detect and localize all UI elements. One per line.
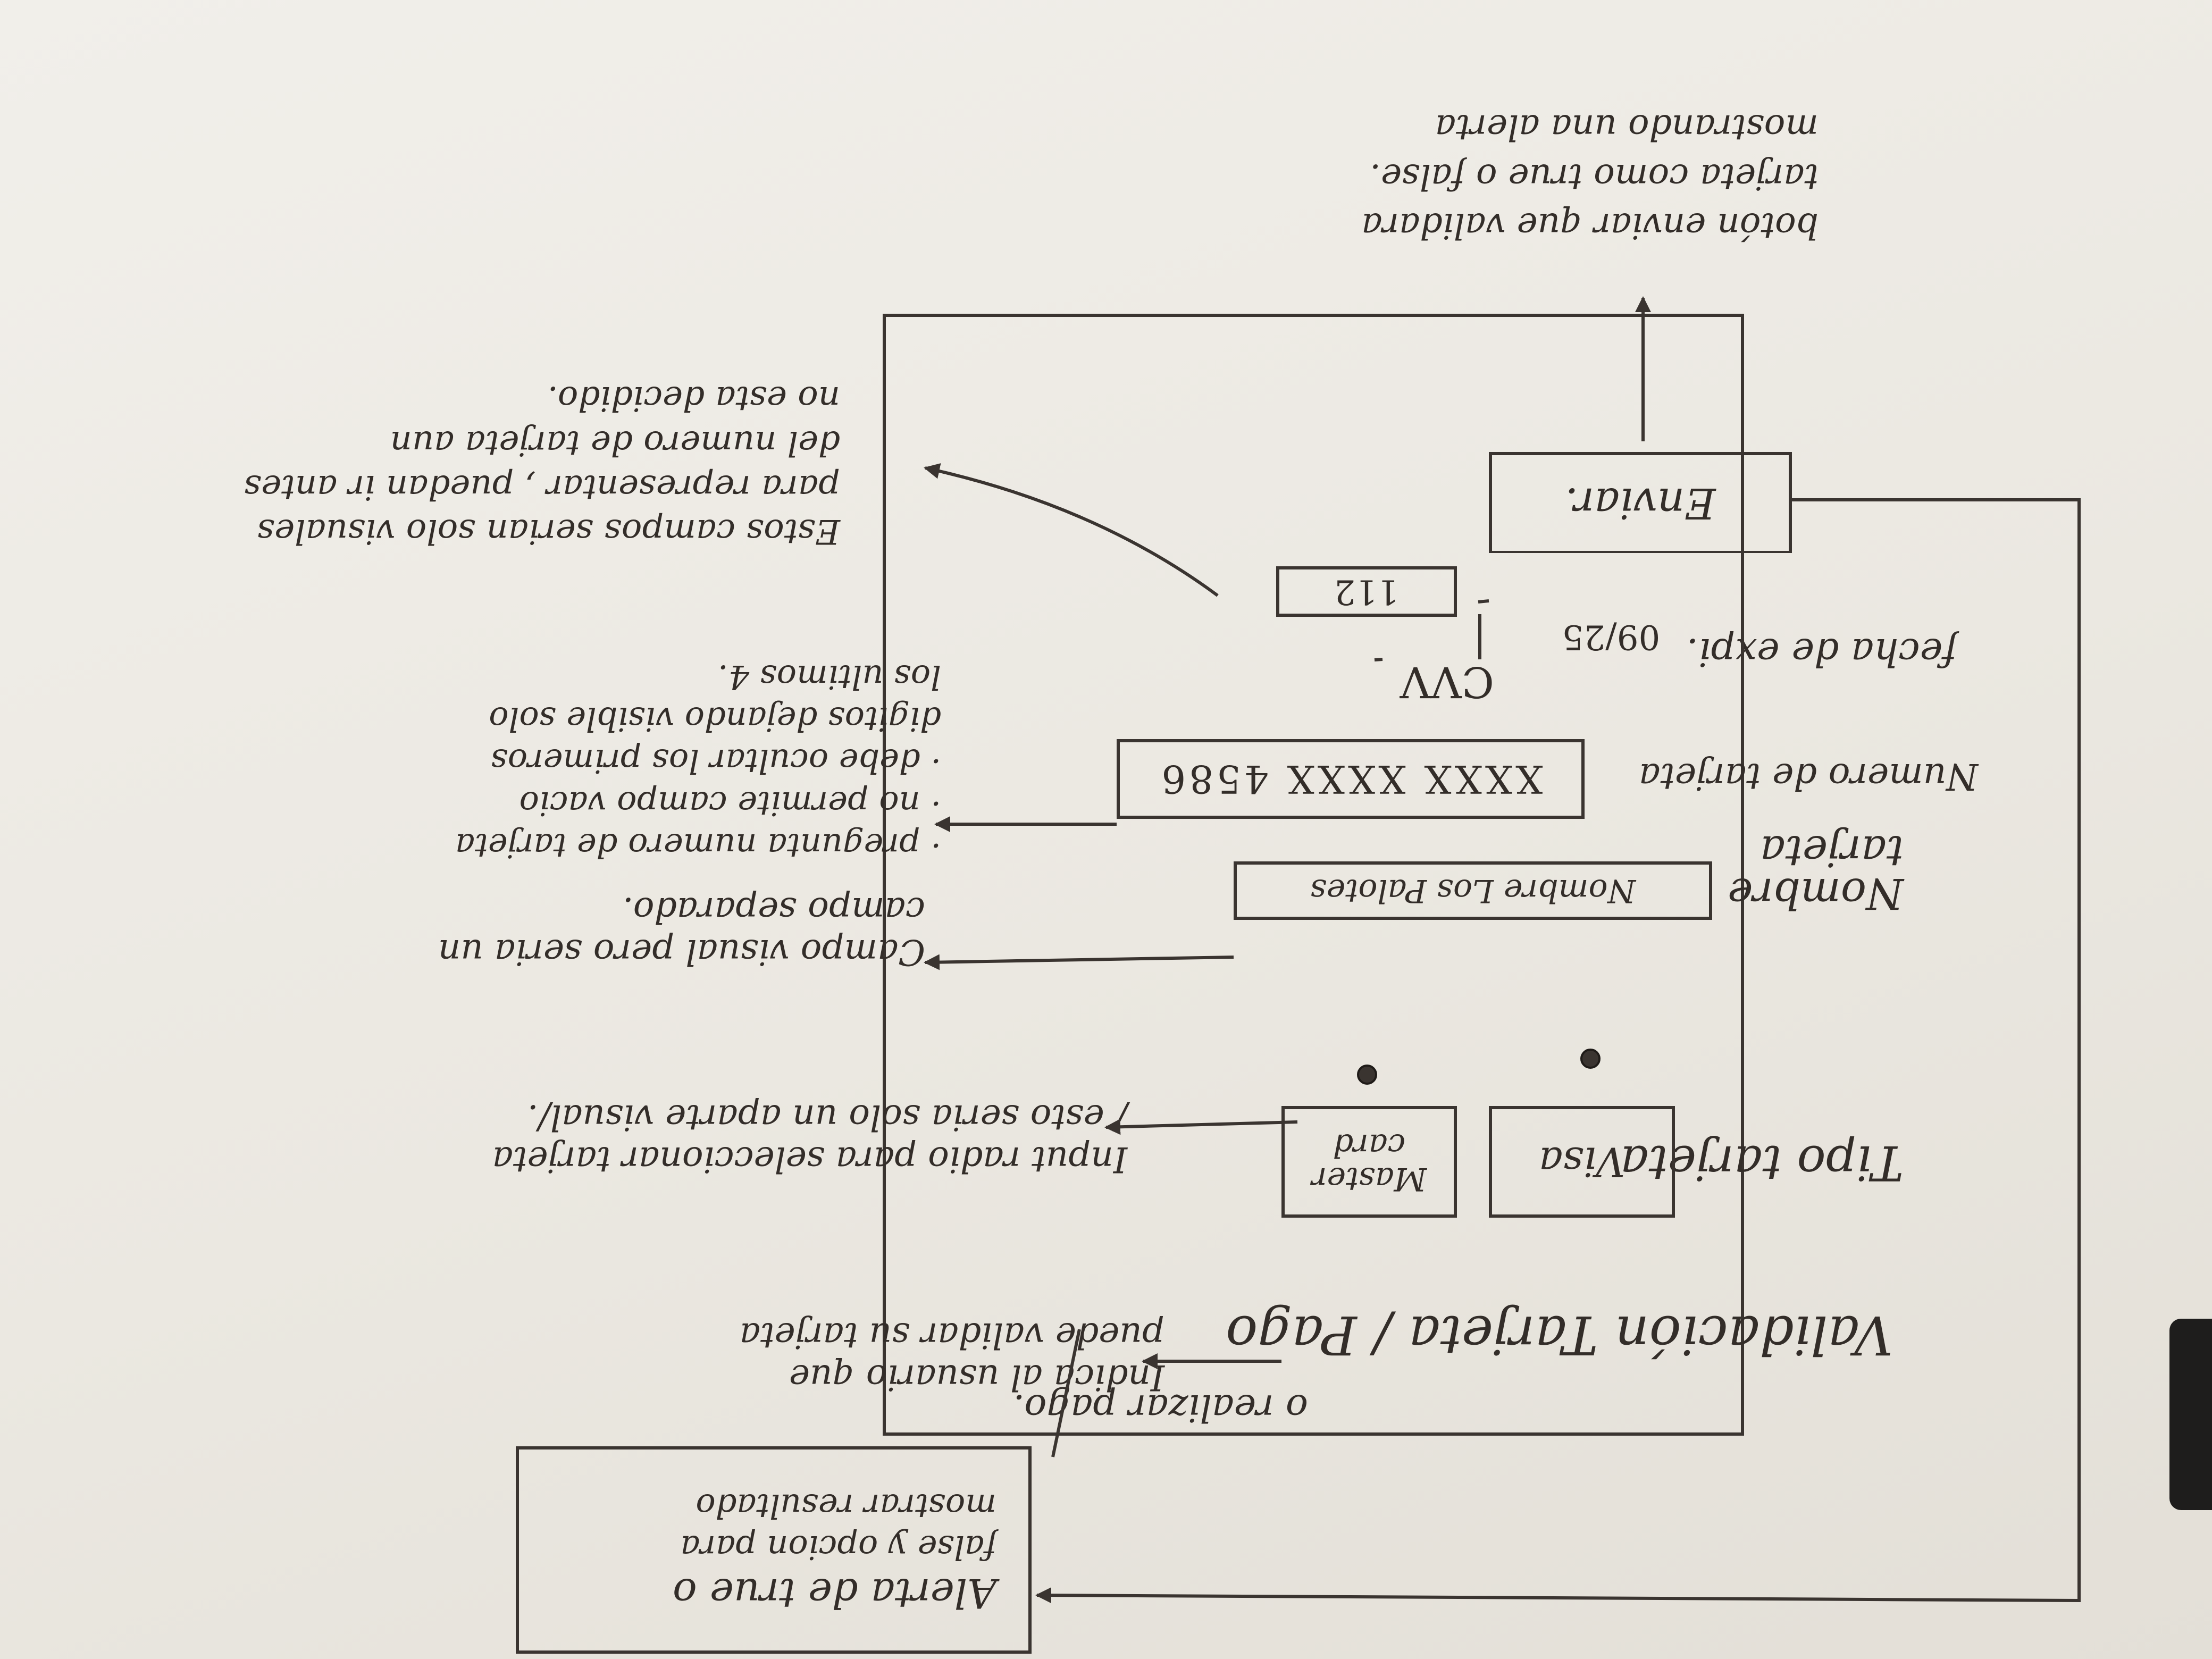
alert-route-arrow: [1035, 498, 2081, 1604]
alert-bracket-line: [1051, 1329, 1081, 1457]
binder-clip: [2169, 1319, 2212, 1510]
radio-arrow: [1104, 1119, 1298, 1135]
cvv-ticks: [1374, 599, 1489, 661]
name-arrow: [924, 954, 1234, 970]
fields-arrow: [924, 463, 1219, 597]
